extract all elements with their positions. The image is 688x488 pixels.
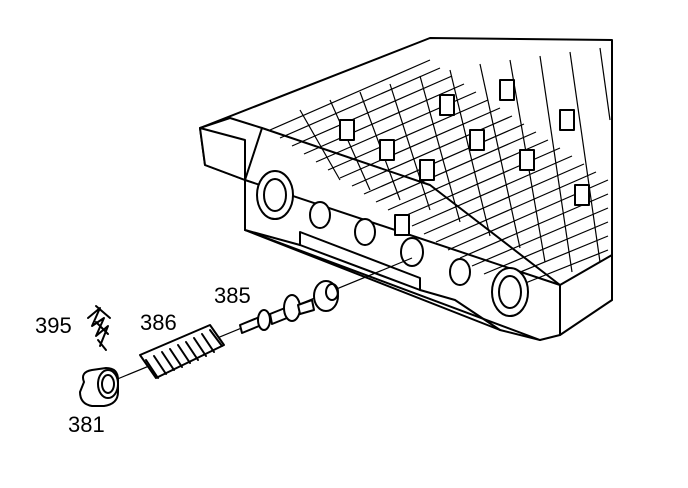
- retainer-clip-395: [87, 305, 111, 351]
- valve-body-passages: [269, 47, 611, 291]
- label-381: 381: [68, 412, 105, 437]
- valve-385: [239, 280, 339, 334]
- label-395: 395: [35, 313, 72, 338]
- label-386: 386: [140, 310, 177, 335]
- label-385: 385: [214, 283, 251, 308]
- valve-body: [199, 37, 613, 341]
- valve-bores: [256, 170, 529, 317]
- bore-plug-381: [79, 367, 119, 407]
- spring-386: [139, 324, 225, 379]
